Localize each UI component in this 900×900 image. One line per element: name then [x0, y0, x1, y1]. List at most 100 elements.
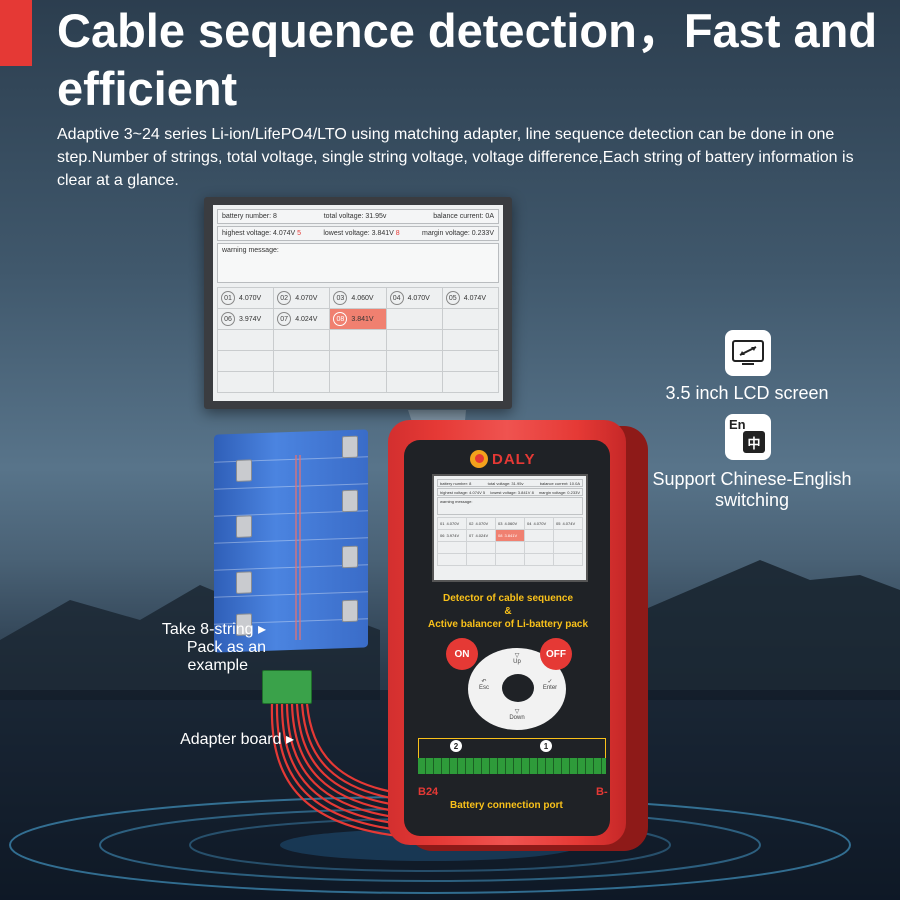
balance-current-label: balance current: [433, 213, 484, 220]
empty-cell [274, 351, 331, 372]
cell-number: 06 [221, 312, 235, 326]
power-on-button[interactable]: ON [446, 638, 478, 670]
mini-cell-voltage: 4.074V [562, 521, 576, 526]
pointer-arrow-icon: ▸ [285, 731, 294, 748]
pointer-arrow-icon: ▸ [257, 621, 266, 638]
battery-terminal [342, 435, 358, 459]
mini-cell-voltage: 4.070V [533, 521, 547, 526]
adapter-annotation-text: Adapter board [180, 731, 282, 748]
battery-number-label: battery number: [222, 213, 272, 220]
battery-number-value: 8 [272, 213, 277, 220]
cell-number: 05 [445, 291, 460, 305]
device-title: Detector of cable sequence & Active bala… [418, 592, 598, 631]
mini-empty-cell [467, 542, 496, 554]
daly-logo-icon [470, 450, 488, 468]
description: Adaptive 3~24 series Li-ion/LifePO4/LTO … [57, 126, 854, 189]
mini-voltage-row: highest voltage: 4.074V 5 lowest voltage… [437, 488, 583, 496]
b24-label: B24 [418, 786, 439, 798]
up-button[interactable]: ▽Up [505, 652, 529, 665]
cell-voltage: 3.974V [239, 315, 262, 323]
lcd-screen: battery number: 8 total voltage: 31.95v … [213, 205, 503, 401]
mini-cell-number: 06 [440, 533, 445, 538]
margin-voltage-label: margin voltage: [421, 230, 470, 237]
mini-empty-cell [554, 554, 583, 566]
mini-empty-cell [496, 542, 525, 554]
empty-cell [330, 372, 387, 393]
enter-button[interactable]: ✓Enter [538, 678, 562, 691]
cell-voltage: 4.024V [295, 315, 318, 323]
cell-number: 04 [389, 291, 404, 305]
balance-current-value: 0A [485, 213, 494, 220]
adapter-board [262, 670, 312, 704]
battery-terminal [236, 515, 252, 538]
esc-button[interactable]: ↶Esc [472, 678, 496, 691]
cell-06: 06 3.974V [218, 309, 275, 330]
warning-label: warning message: [222, 247, 279, 254]
language-switch-icon: En 中 [725, 414, 771, 460]
cell-voltage: 4.070V [407, 294, 430, 302]
mini-empty-cell [525, 542, 554, 554]
cell-number: 02 [277, 291, 292, 305]
cell-voltage: 3.841V [351, 315, 374, 323]
empty-cell [274, 372, 331, 393]
highest-cell: 5 [297, 230, 302, 237]
cell-number: 03 [333, 291, 348, 305]
warning-box: warning message: [217, 243, 499, 283]
mini-cell-voltage: 3.974V [446, 533, 460, 538]
mini-empty-cell [554, 530, 583, 542]
brand-logo: DALY [470, 450, 535, 468]
mini-warning-box: warning message: [437, 497, 583, 515]
battery-terminal [342, 599, 358, 623]
cell-voltage: 4.060V [351, 294, 374, 302]
center-button[interactable] [502, 674, 534, 702]
total-voltage-label: total voltage: [323, 213, 364, 220]
cell-number: 01 [221, 291, 235, 305]
down-button[interactable]: ▽Down [505, 708, 529, 721]
mini-empty-cell [438, 542, 467, 554]
power-off-button[interactable]: OFF [540, 638, 572, 670]
mini-cell-number: 05 [556, 521, 561, 526]
highest-voltage-value: 4.074V [273, 230, 296, 237]
lcd-enlarged: battery number: 8 total voltage: 31.95v … [204, 197, 512, 409]
check-icon: ✓ [547, 679, 553, 685]
down-arrow-icon: ▽ [514, 709, 520, 715]
battery-terminal [342, 489, 358, 513]
language-label-line2: switching [714, 490, 790, 510]
up-arrow-icon: ▽ [514, 653, 520, 659]
lowest-voltage-label: lowest voltage: [323, 230, 370, 237]
down-label: Down [509, 715, 525, 721]
empty-cell [386, 330, 443, 351]
mini-margin-voltage: margin voltage: 0.233V [538, 489, 580, 495]
mini-empty-cell [525, 530, 554, 542]
empty-cell [274, 330, 331, 351]
battery-pack [214, 429, 368, 653]
language-feature-label: Support Chinese-English switching [648, 469, 856, 511]
empty-cell [218, 372, 275, 393]
port-2-badge: 2 [450, 740, 462, 752]
mini-empty-cell [496, 554, 525, 566]
mini-cell-voltage: 4.070V [475, 521, 489, 526]
up-label: Up [513, 659, 521, 665]
mini-warning-label: warning message: [440, 499, 473, 504]
cell-divider [214, 537, 368, 544]
empty-cell [218, 330, 275, 351]
lang-en-glyph: En [729, 417, 746, 432]
mini-empty-cell [438, 554, 467, 566]
enter-label: Enter [542, 685, 558, 691]
lang-zh-glyph: 中 [743, 431, 765, 453]
connector-pins[interactable] [418, 758, 606, 774]
empty-cell [442, 309, 499, 330]
empty-cell [442, 351, 499, 372]
